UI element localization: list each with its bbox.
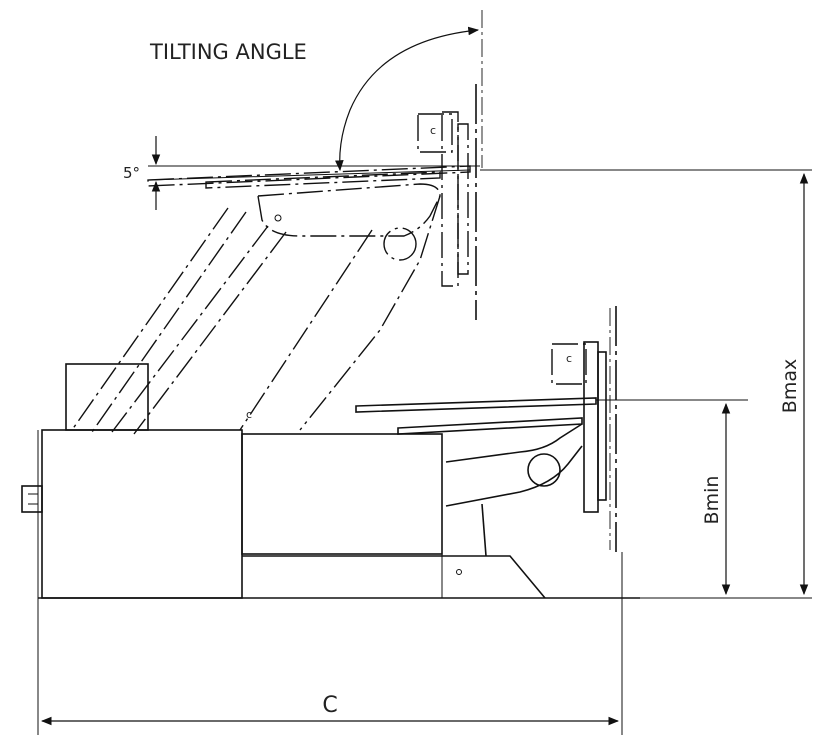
lowered-position-assembly: c bbox=[355, 306, 617, 557]
five-degree-label: 5° bbox=[123, 164, 140, 182]
bmin-dimension: Bmin bbox=[596, 399, 748, 596]
lower-frame bbox=[242, 555, 546, 599]
five-degree-dimension: 5° bbox=[123, 136, 480, 210]
svg-text:c: c bbox=[566, 352, 572, 365]
lowered-platform-support bbox=[397, 417, 583, 435]
svg-text:c: c bbox=[430, 124, 436, 137]
raised-pivot bbox=[383, 227, 417, 261]
c-label: C bbox=[322, 693, 337, 718]
frame-bolt bbox=[456, 569, 462, 575]
middle-housing bbox=[241, 433, 443, 555]
lowered-pivot bbox=[527, 453, 561, 487]
raised-position-assembly: c c bbox=[71, 10, 483, 435]
c-dimension: C bbox=[37, 552, 623, 735]
raised-arm-head bbox=[257, 183, 441, 237]
bmin-label: Bmin bbox=[701, 476, 723, 525]
base-assembly bbox=[21, 363, 640, 600]
side-handle bbox=[21, 485, 43, 513]
bmax-dimension: Bmax bbox=[480, 169, 812, 599]
control-box bbox=[65, 363, 149, 431]
lowered-platform bbox=[355, 397, 597, 413]
bmax-label: Bmax bbox=[779, 359, 801, 413]
tilting-angle-indicator: TILTING ANGLE bbox=[149, 26, 480, 172]
lift-arm-2 bbox=[111, 225, 269, 433]
svg-text:c: c bbox=[246, 408, 252, 421]
raised-bracket bbox=[441, 111, 459, 287]
main-housing bbox=[41, 429, 243, 599]
tilting-angle-label: TILTING ANGLE bbox=[149, 40, 307, 64]
lift-arm-1 bbox=[71, 207, 229, 431]
tilting-angle-arc bbox=[335, 26, 480, 172]
